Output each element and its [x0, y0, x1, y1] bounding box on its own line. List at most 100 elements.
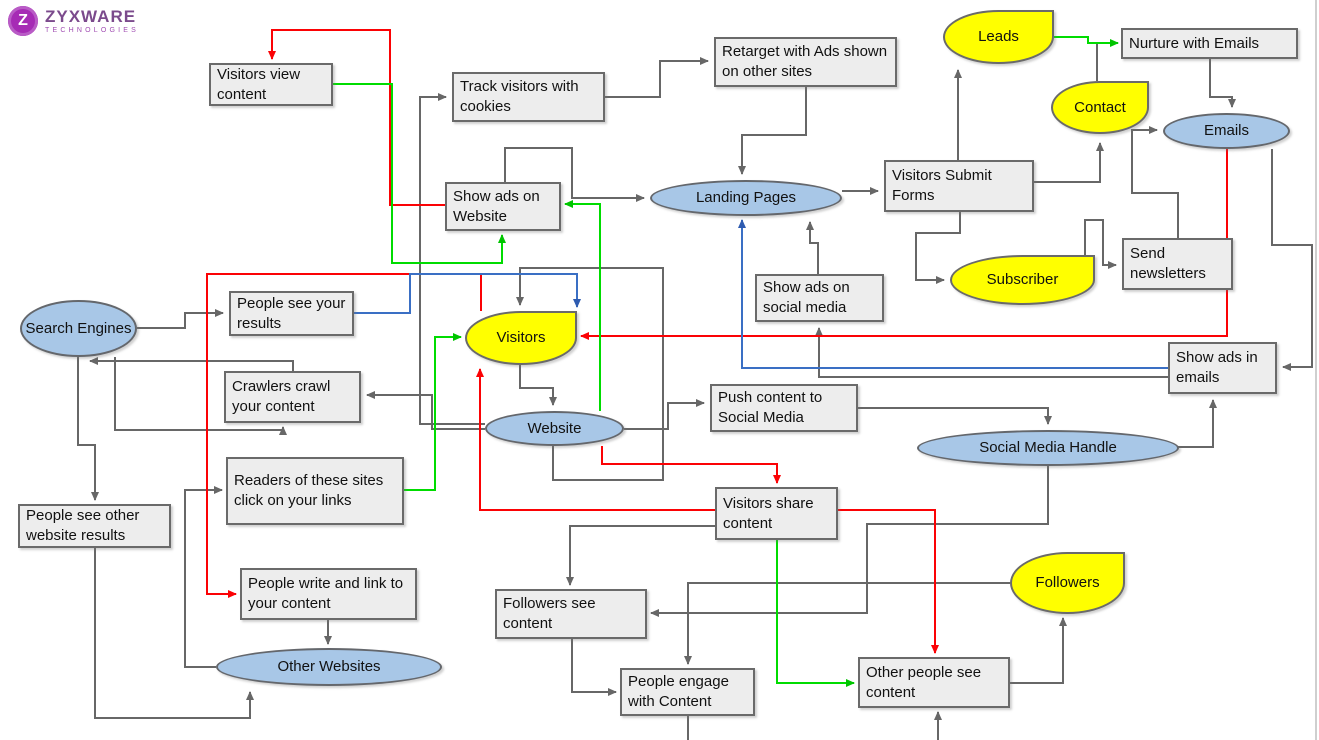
- node-other-people-see[interactable]: Other people see content: [858, 657, 1010, 708]
- node-leads[interactable]: Leads: [943, 10, 1054, 64]
- node-label: Show ads on social media: [763, 279, 850, 316]
- node-crawlers-crawl[interactable]: Crawlers crawl your content: [224, 371, 361, 423]
- node-show-ads-website[interactable]: Show ads on Website: [445, 182, 561, 231]
- node-label: People engage with Content: [628, 673, 729, 710]
- node-social-media-handle[interactable]: Social Media Handle: [917, 430, 1179, 466]
- node-visitors-share[interactable]: Visitors share content: [715, 487, 838, 540]
- node-label: Push content to Social Media: [718, 389, 823, 426]
- node-label: Crawlers crawl your content: [232, 378, 331, 415]
- node-label: Contact: [1074, 98, 1126, 116]
- node-label: Retarget with Ads shown on other sites: [722, 43, 888, 80]
- node-label: Social Media Handle: [979, 439, 1117, 457]
- edge-show-ads-emails-show-ads-social: [815, 327, 1168, 378]
- edge-push-content-smh: [858, 407, 1052, 425]
- edge-followers-people-engage: [684, 582, 1010, 665]
- edge-nurture-emails: [1209, 57, 1236, 108]
- node-followers[interactable]: Followers: [1010, 552, 1125, 614]
- edge-emails-visitors: [580, 149, 1228, 340]
- node-push-content[interactable]: Push content to Social Media: [710, 384, 858, 432]
- edge-show-ads-social-landing-pages: [806, 221, 819, 274]
- node-label: Show ads on Website: [453, 187, 540, 225]
- node-search-engines[interactable]: Search Engines: [20, 300, 137, 357]
- node-label: Visitors view content: [217, 65, 301, 103]
- node-label: Website: [527, 419, 582, 437]
- node-landing-pages[interactable]: Landing Pages: [650, 180, 842, 216]
- node-retarget-ads[interactable]: Retarget with Ads shown on other sites: [714, 37, 897, 87]
- canvas-right-border: [1315, 0, 1317, 740]
- node-people-see-results[interactable]: People see your results: [229, 291, 354, 336]
- edge-smh-followers-see: [650, 466, 1049, 617]
- node-people-engage[interactable]: People engage with Content: [620, 668, 755, 716]
- edge-website-track-visitors: [419, 93, 485, 425]
- edge-forms-subscriber: [915, 212, 961, 284]
- node-visitors-view-content[interactable]: Visitors view content: [209, 63, 333, 106]
- edge-people-see-results-visitors: [354, 273, 581, 314]
- edge-visitors-view-show-ads-website: [333, 83, 506, 264]
- edge-emails-show-ads-emails: [1271, 149, 1313, 371]
- node-show-ads-emails[interactable]: Show ads in emails: [1168, 342, 1277, 394]
- node-people-see-other[interactable]: People see other website results: [18, 504, 171, 548]
- edge-people-see-other-other-websites: [94, 548, 254, 719]
- edge-other-websites-readers: [184, 486, 223, 668]
- node-visitors-submit-forms[interactable]: Visitors Submit Forms: [884, 160, 1034, 212]
- edge-leads-nurture: [1054, 36, 1119, 47]
- logo-tagline: TECHNOLOGIES: [45, 27, 140, 34]
- logo-letter: Z: [18, 12, 28, 29]
- node-track-visitors[interactable]: Track visitors with cookies: [452, 72, 605, 122]
- node-label: Nurture with Emails: [1129, 34, 1260, 52]
- edge-send-newsletters-emails: [1131, 126, 1179, 238]
- edge-visitors-share-visitors: [476, 368, 715, 511]
- node-website[interactable]: Website: [485, 411, 624, 446]
- edge-search-engines-crawlers: [114, 357, 287, 435]
- node-label: Send newsletters: [1130, 245, 1206, 282]
- node-label: Landing Pages: [695, 189, 797, 207]
- node-emails[interactable]: Emails: [1163, 113, 1290, 149]
- node-label: Visitors share content: [723, 494, 814, 532]
- logo-brand: ZYXWARE: [45, 7, 137, 26]
- edge-website-visitors: [516, 267, 664, 481]
- node-subscriber[interactable]: Subscriber: [950, 255, 1095, 305]
- node-label: Followers: [1035, 574, 1100, 592]
- edge-show-ads-website-visitors-view: [268, 29, 445, 206]
- edge-other-people-followers: [1010, 617, 1067, 684]
- edge-readers-visitors: [404, 333, 462, 491]
- edge-website-show-ads-website: [564, 200, 601, 411]
- node-label: People see your results: [237, 294, 346, 332]
- edge-smh-show-ads-emails: [1178, 399, 1217, 448]
- node-label: Other people see content: [866, 663, 982, 701]
- node-visitors[interactable]: Visitors: [465, 311, 577, 365]
- edge-visitors-website: [519, 365, 557, 406]
- edge-followers-see-people-engage: [571, 639, 617, 696]
- node-nurture-with-emails[interactable]: Nurture with Emails: [1121, 28, 1298, 59]
- edge-show-ads-website-landing-pages: [504, 147, 645, 202]
- node-label: People see other website results: [26, 507, 140, 544]
- edge-website-visitors-share: [601, 446, 781, 484]
- zyxware-logo-text: ZYXWARE TECHNOLOGIES: [45, 8, 139, 34]
- node-followers-see[interactable]: Followers see content: [495, 589, 647, 639]
- edge-website-push-content: [624, 399, 705, 430]
- node-send-newsletters[interactable]: Send newsletters: [1122, 238, 1233, 290]
- zyxware-logo-icon: Z: [8, 6, 38, 36]
- node-contact[interactable]: Contact: [1051, 81, 1149, 134]
- edge-subscriber-send-newsletters: [1084, 219, 1117, 269]
- edge-search-engines-people-see-other: [77, 357, 99, 501]
- node-readers-click[interactable]: Readers of these sites click on your lin…: [226, 457, 404, 525]
- edge-website-crawlers: [366, 391, 485, 430]
- zyxware-logo: Z ZYXWARE TECHNOLOGIES: [8, 6, 139, 36]
- node-label: Subscriber: [986, 271, 1059, 289]
- edge-search-engines-people-see-results: [137, 309, 224, 329]
- node-label: Visitors: [496, 329, 546, 347]
- node-label: Visitors Submit Forms: [892, 167, 992, 204]
- edge-visitors-share-other-people-red: [838, 509, 939, 654]
- node-people-write-link[interactable]: People write and link to your content: [240, 568, 417, 620]
- node-label: Show ads in emails: [1176, 349, 1258, 386]
- node-other-websites[interactable]: Other Websites: [216, 648, 442, 686]
- edge-forms-contact: [1034, 142, 1104, 183]
- node-label: People write and link to your content: [248, 575, 404, 612]
- node-label: Emails: [1203, 122, 1249, 140]
- node-label: Readers of these sites click on your lin…: [234, 472, 384, 509]
- node-show-ads-social[interactable]: Show ads on social media: [755, 274, 884, 322]
- edge-visitors-people-write: [206, 273, 482, 598]
- node-label: Track visitors with cookies: [460, 78, 579, 115]
